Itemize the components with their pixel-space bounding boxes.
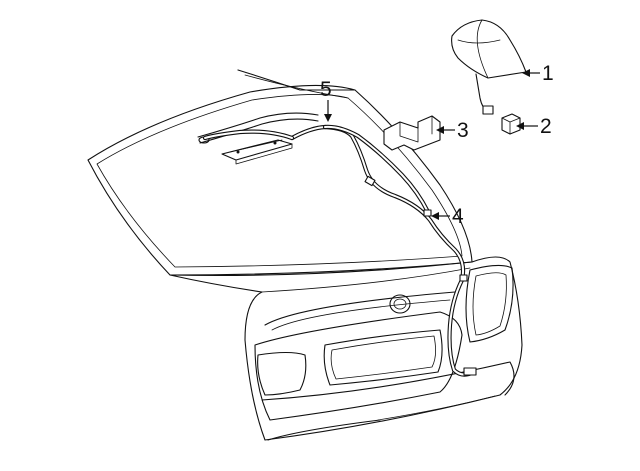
- callout-2: 2: [540, 115, 552, 138]
- trunk-lid: [169, 256, 523, 441]
- callout-3: 3: [457, 119, 469, 142]
- callout-4: 4: [452, 205, 464, 228]
- antenna-cable: [202, 124, 477, 377]
- callout-5: 5: [320, 78, 332, 101]
- rear-window: [87, 69, 473, 276]
- antenna-amplifier: [221, 139, 293, 165]
- roof-trim: [197, 112, 319, 144]
- callout-leaders: [324, 69, 540, 220]
- shark-fin-antenna: [451, 19, 527, 115]
- callout-1: 1: [542, 62, 554, 85]
- bracket-part: [383, 115, 441, 151]
- clip-part: [501, 113, 521, 135]
